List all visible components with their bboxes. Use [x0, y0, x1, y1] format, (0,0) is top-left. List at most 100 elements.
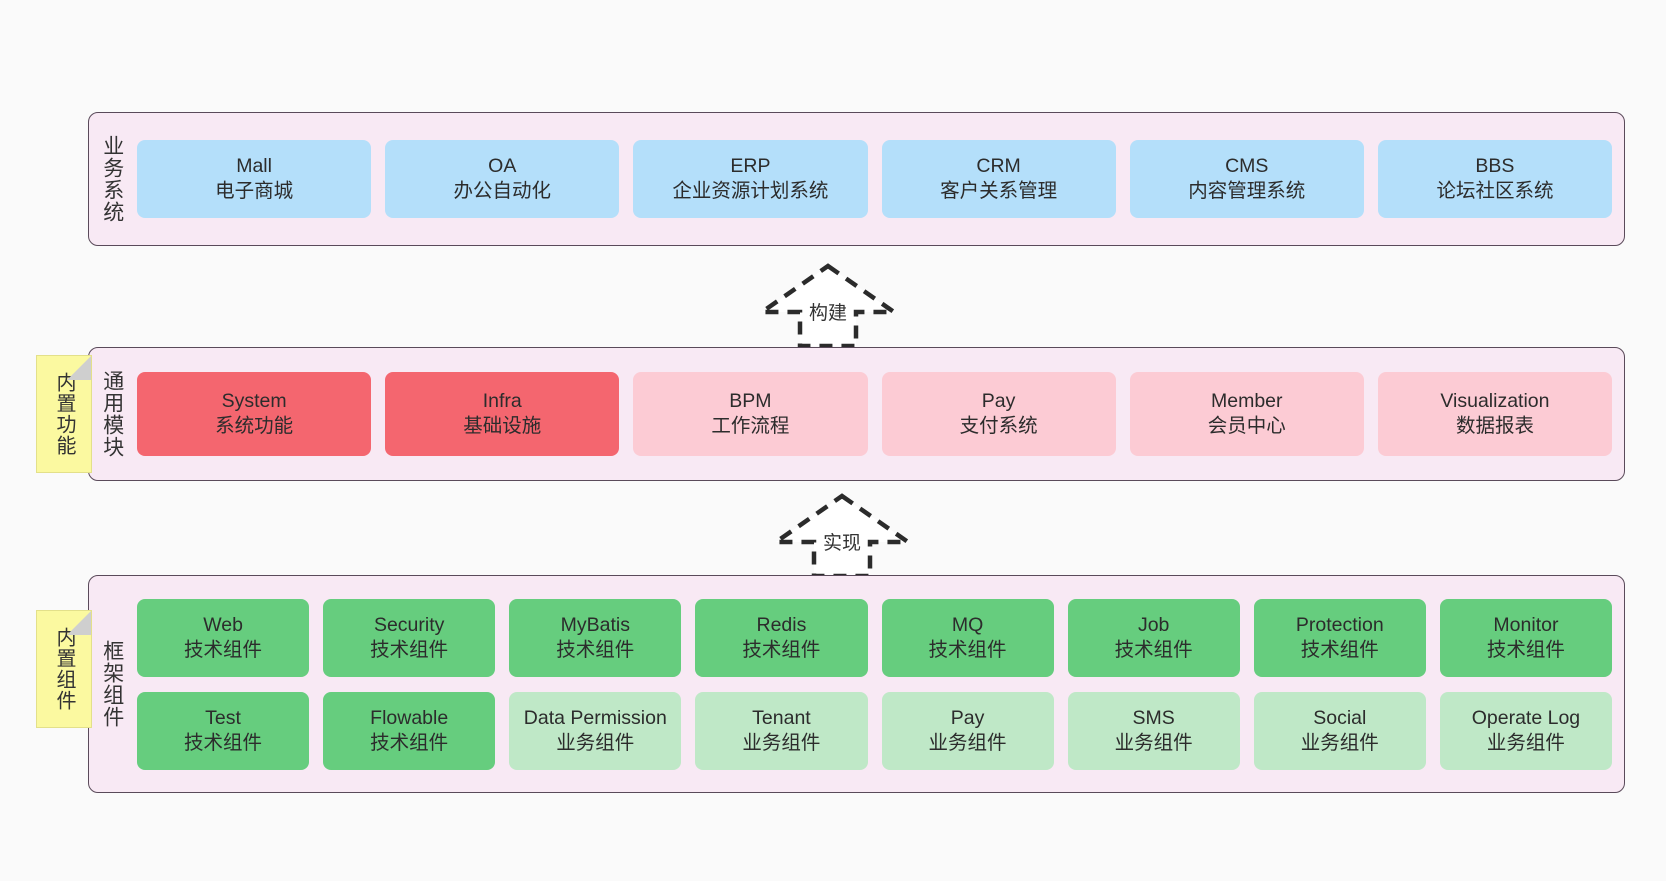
card-cms[interactable]: CMS 内容管理系统: [1129, 140, 1364, 218]
card-web[interactable]: Web 技术组件: [137, 598, 310, 677]
layer-body-business-systems: Mall 电子商城 OA 办公自动化 ERP 企业资源计划系统 CRM 客户关系…: [135, 113, 1624, 245]
connector-label-implement: 实现: [822, 533, 862, 554]
card-title: MyBatis: [560, 613, 630, 636]
card-title: Pay: [950, 706, 985, 729]
card-subtitle: 技术组件: [928, 638, 1007, 661]
connector-label-build: 构建: [808, 303, 848, 324]
card-security[interactable]: Security 技术组件: [323, 598, 496, 677]
card-title: Mall: [236, 155, 272, 178]
card-subtitle: 技术组件: [1486, 638, 1565, 661]
card-test[interactable]: Test 技术组件: [137, 691, 310, 770]
card-subtitle: 技术组件: [184, 638, 263, 661]
card-bbs[interactable]: BBS 论坛社区系统: [1377, 140, 1613, 218]
card-title: Security: [373, 613, 445, 636]
card-erp[interactable]: ERP 企业资源计划系统: [633, 140, 868, 218]
card-title: System: [221, 390, 287, 413]
card-title: Member: [1211, 390, 1283, 413]
card-subtitle: 工作流程: [711, 415, 790, 437]
card-subtitle: 业务组件: [1114, 731, 1193, 754]
layer-title-business-systems: 业务系统: [100, 135, 124, 223]
card-title: Web: [203, 613, 243, 636]
card-title: Tenant: [752, 706, 811, 729]
card-bpm[interactable]: BPM 工作流程: [633, 372, 868, 456]
card-subtitle: 技术组件: [1114, 638, 1193, 661]
connector-build-arrow: 构建: [754, 262, 902, 349]
card-subtitle: 办公自动化: [453, 180, 552, 202]
card-mall[interactable]: Mall 电子商城: [137, 140, 372, 218]
card-job[interactable]: Job 技术组件: [1067, 598, 1240, 677]
card-title: MQ: [951, 613, 984, 636]
card-title: Pay: [981, 390, 1016, 413]
card-infra[interactable]: Infra 基础设施: [385, 372, 620, 456]
card-title: CRM: [976, 155, 1021, 178]
sticky-note-label: 内置功能: [53, 372, 75, 456]
card-oa[interactable]: OA 办公自动化: [385, 140, 620, 218]
card-sms[interactable]: SMS 业务组件: [1067, 691, 1240, 770]
card-subtitle: 企业资源计划系统: [672, 180, 829, 202]
sticky-note-label: 内置组件: [53, 627, 75, 711]
card-subtitle: 支付系统: [959, 415, 1038, 437]
framework-row-technical: Web 技术组件 Security 技术组件 MyBatis 技术组件 Redi…: [137, 598, 1612, 677]
card-social[interactable]: Social 业务组件: [1253, 691, 1426, 770]
card-subtitle: 电子商城: [215, 180, 294, 202]
card-pay-module[interactable]: Pay 支付系统: [881, 372, 1116, 456]
card-subtitle: 内容管理系统: [1188, 180, 1306, 202]
card-subtitle: 数据报表: [1455, 415, 1534, 437]
card-title: Protection: [1295, 613, 1384, 636]
card-subtitle: 技术组件: [370, 638, 449, 661]
card-subtitle: 会员中心: [1207, 415, 1286, 437]
card-title: Monitor: [1493, 613, 1559, 636]
card-subtitle: 技术组件: [742, 638, 821, 661]
card-subtitle: 论坛社区系统: [1436, 180, 1554, 202]
card-subtitle: 技术组件: [370, 731, 449, 754]
card-title: SMS: [1132, 706, 1175, 729]
card-title: Flowable: [370, 706, 449, 729]
card-subtitle: 技术组件: [1300, 638, 1379, 661]
card-title: Test: [205, 706, 241, 729]
card-title: OA: [488, 155, 517, 178]
card-subtitle: 业务组件: [1300, 731, 1379, 754]
card-title: BBS: [1475, 155, 1515, 178]
card-title: Job: [1137, 613, 1170, 636]
layer-framework-components: 框架组件 Web 技术组件 Security 技术组件 MyBatis 技术组件…: [88, 575, 1625, 793]
card-protection[interactable]: Protection 技术组件: [1253, 598, 1426, 677]
card-mq[interactable]: MQ 技术组件: [881, 598, 1054, 677]
card-subtitle: 业务组件: [928, 731, 1007, 754]
card-subtitle: 客户关系管理: [940, 180, 1058, 202]
card-subtitle: 业务组件: [556, 731, 635, 754]
layer-business-systems: 业务系统 Mall 电子商城 OA 办公自动化 ERP 企业资源计划系统 CRM…: [88, 112, 1625, 246]
card-operate-log[interactable]: Operate Log 业务组件: [1439, 691, 1612, 770]
layer-body-common-modules: System 系统功能 Infra 基础设施 BPM 工作流程 Pay 支付系统…: [135, 348, 1624, 480]
card-crm[interactable]: CRM 客户关系管理: [881, 140, 1116, 218]
card-flowable[interactable]: Flowable 技术组件: [323, 691, 496, 770]
card-title: Infra: [482, 390, 522, 413]
framework-row-business: Test 技术组件 Flowable 技术组件 Data Permission …: [137, 691, 1612, 770]
card-title: Redis: [756, 613, 807, 636]
card-redis[interactable]: Redis 技术组件: [695, 598, 868, 677]
card-title: ERP: [730, 155, 771, 178]
card-pay-component[interactable]: Pay 业务组件: [881, 691, 1054, 770]
card-member[interactable]: Member 会员中心: [1129, 372, 1364, 456]
card-subtitle: 业务组件: [742, 731, 821, 754]
card-title: Data Permission: [523, 706, 667, 729]
card-title: Social: [1313, 706, 1367, 729]
card-tenant[interactable]: Tenant 业务组件: [695, 691, 868, 770]
dashed-up-arrow-icon: [754, 263, 902, 349]
card-title: CMS: [1225, 155, 1269, 178]
card-subtitle: 技术组件: [184, 731, 263, 754]
layer-title-common-modules: 通用模块: [100, 370, 124, 458]
layer-common-modules: 通用模块 System 系统功能 Infra 基础设施 BPM 工作流程 Pay…: [88, 347, 1625, 481]
sticky-note-builtin-components: 内置组件: [36, 610, 92, 728]
card-data-permission[interactable]: Data Permission 业务组件: [509, 691, 682, 770]
card-mybatis[interactable]: MyBatis 技术组件: [509, 598, 682, 677]
card-visualization[interactable]: Visualization 数据报表: [1377, 372, 1613, 456]
card-system[interactable]: System 系统功能: [137, 372, 372, 456]
card-subtitle: 系统功能: [215, 415, 294, 437]
layer-title-framework-components: 框架组件: [100, 640, 124, 728]
card-title: Visualization: [1440, 390, 1550, 413]
card-monitor[interactable]: Monitor 技术组件: [1439, 598, 1612, 677]
layer-body-framework-components: Web 技术组件 Security 技术组件 MyBatis 技术组件 Redi…: [135, 576, 1624, 792]
sticky-note-builtin-features: 内置功能: [36, 355, 92, 473]
card-title: Operate Log: [1471, 706, 1581, 729]
card-subtitle: 基础设施: [463, 415, 542, 437]
